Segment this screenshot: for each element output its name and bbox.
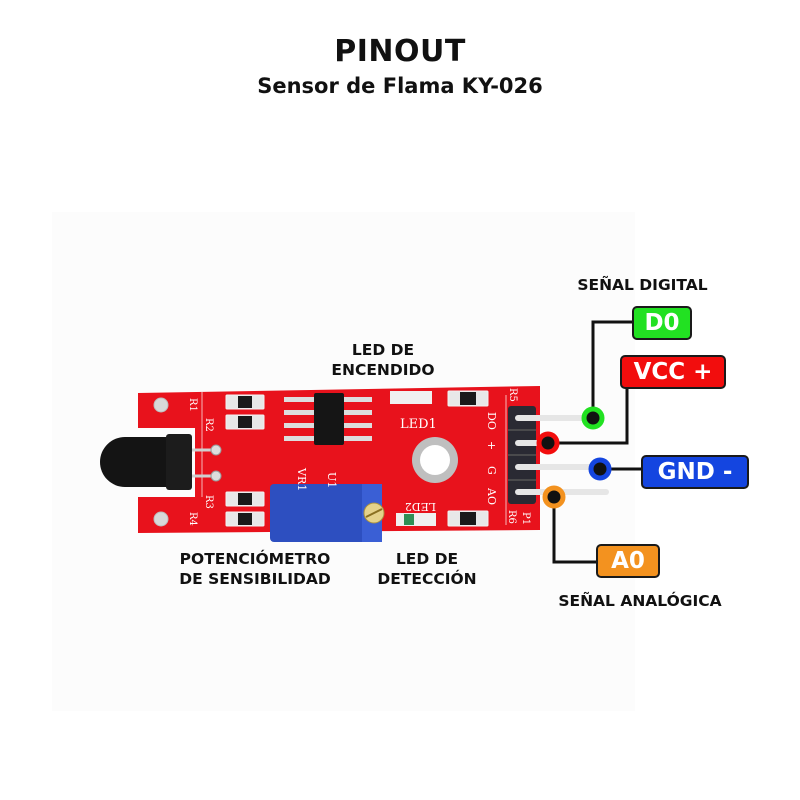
mounting-hole-top	[153, 397, 169, 413]
silk-r2: R2	[203, 418, 214, 432]
detection-led	[396, 513, 436, 526]
silk-led2: LED2	[405, 500, 436, 513]
label-digital-signal: SEÑAL DIGITAL	[577, 276, 708, 294]
silk-g: G	[485, 466, 498, 475]
silk-r4: R4	[187, 512, 198, 526]
pin-label-d0: D0	[644, 310, 680, 336]
label-power-led-line2: ENCENDIDO	[331, 361, 435, 379]
pin-label-a0: A0	[611, 548, 645, 574]
label-potentiometer-line1: POTENCIÓMETRO	[179, 550, 331, 568]
silk-r6: R6	[506, 510, 517, 524]
pin-badge-d0: D0	[632, 306, 692, 340]
pin-badge-a0: A0	[596, 544, 660, 578]
pin-badge-vcc: VCC +	[620, 355, 726, 389]
label-potentiometer: POTENCIÓMETRO DE SENSIBILIDAD	[160, 549, 350, 589]
page-subtitle: Sensor de Flama KY-026	[257, 74, 543, 98]
silk-u1: U1	[325, 472, 338, 488]
pin-badge-gnd: GND -	[641, 455, 749, 489]
label-analog-signal: SEÑAL ANALÓGICA	[558, 592, 722, 610]
leader-d0	[591, 320, 632, 418]
leader-a0	[552, 497, 596, 564]
pin-marker-d0	[581, 406, 605, 430]
power-led	[390, 391, 432, 404]
mounting-hole-bottom	[153, 511, 169, 527]
silk-plus: +	[485, 441, 498, 450]
silk-r3: R3	[203, 495, 214, 509]
page-title: PINOUT	[334, 34, 466, 69]
silk-r1: R1	[187, 398, 198, 412]
potentiometer	[270, 484, 385, 542]
silk-r5: R5	[507, 388, 518, 402]
silk-ao: AO	[485, 487, 498, 505]
label-power-led-line1: LED DE	[351, 341, 415, 359]
silk-p1: P1	[520, 512, 531, 525]
label-potentiometer-line2: DE SENSIBILIDAD	[179, 570, 331, 588]
silk-led1: LED1	[400, 417, 437, 432]
label-detection-led: LED DE DETECCIÓN	[362, 549, 492, 589]
label-power-led: LED DE ENCENDIDO	[318, 340, 448, 380]
ic-chip-u1	[284, 393, 372, 445]
silk-do: DO	[485, 412, 498, 430]
pin-marker-a0	[542, 485, 566, 509]
pin-label-vcc: VCC +	[633, 359, 713, 385]
pin-label-gnd: GND -	[657, 459, 733, 485]
pin-header	[508, 406, 609, 504]
label-detection-led-line2: DETECCIÓN	[377, 570, 477, 588]
label-detection-led-line1: LED DE	[395, 550, 459, 568]
pin-marker-gnd	[588, 457, 612, 481]
silk-vr1: VR1	[295, 467, 308, 491]
pin-marker-vcc	[536, 431, 560, 455]
flame-sensor-receiver	[100, 434, 222, 490]
